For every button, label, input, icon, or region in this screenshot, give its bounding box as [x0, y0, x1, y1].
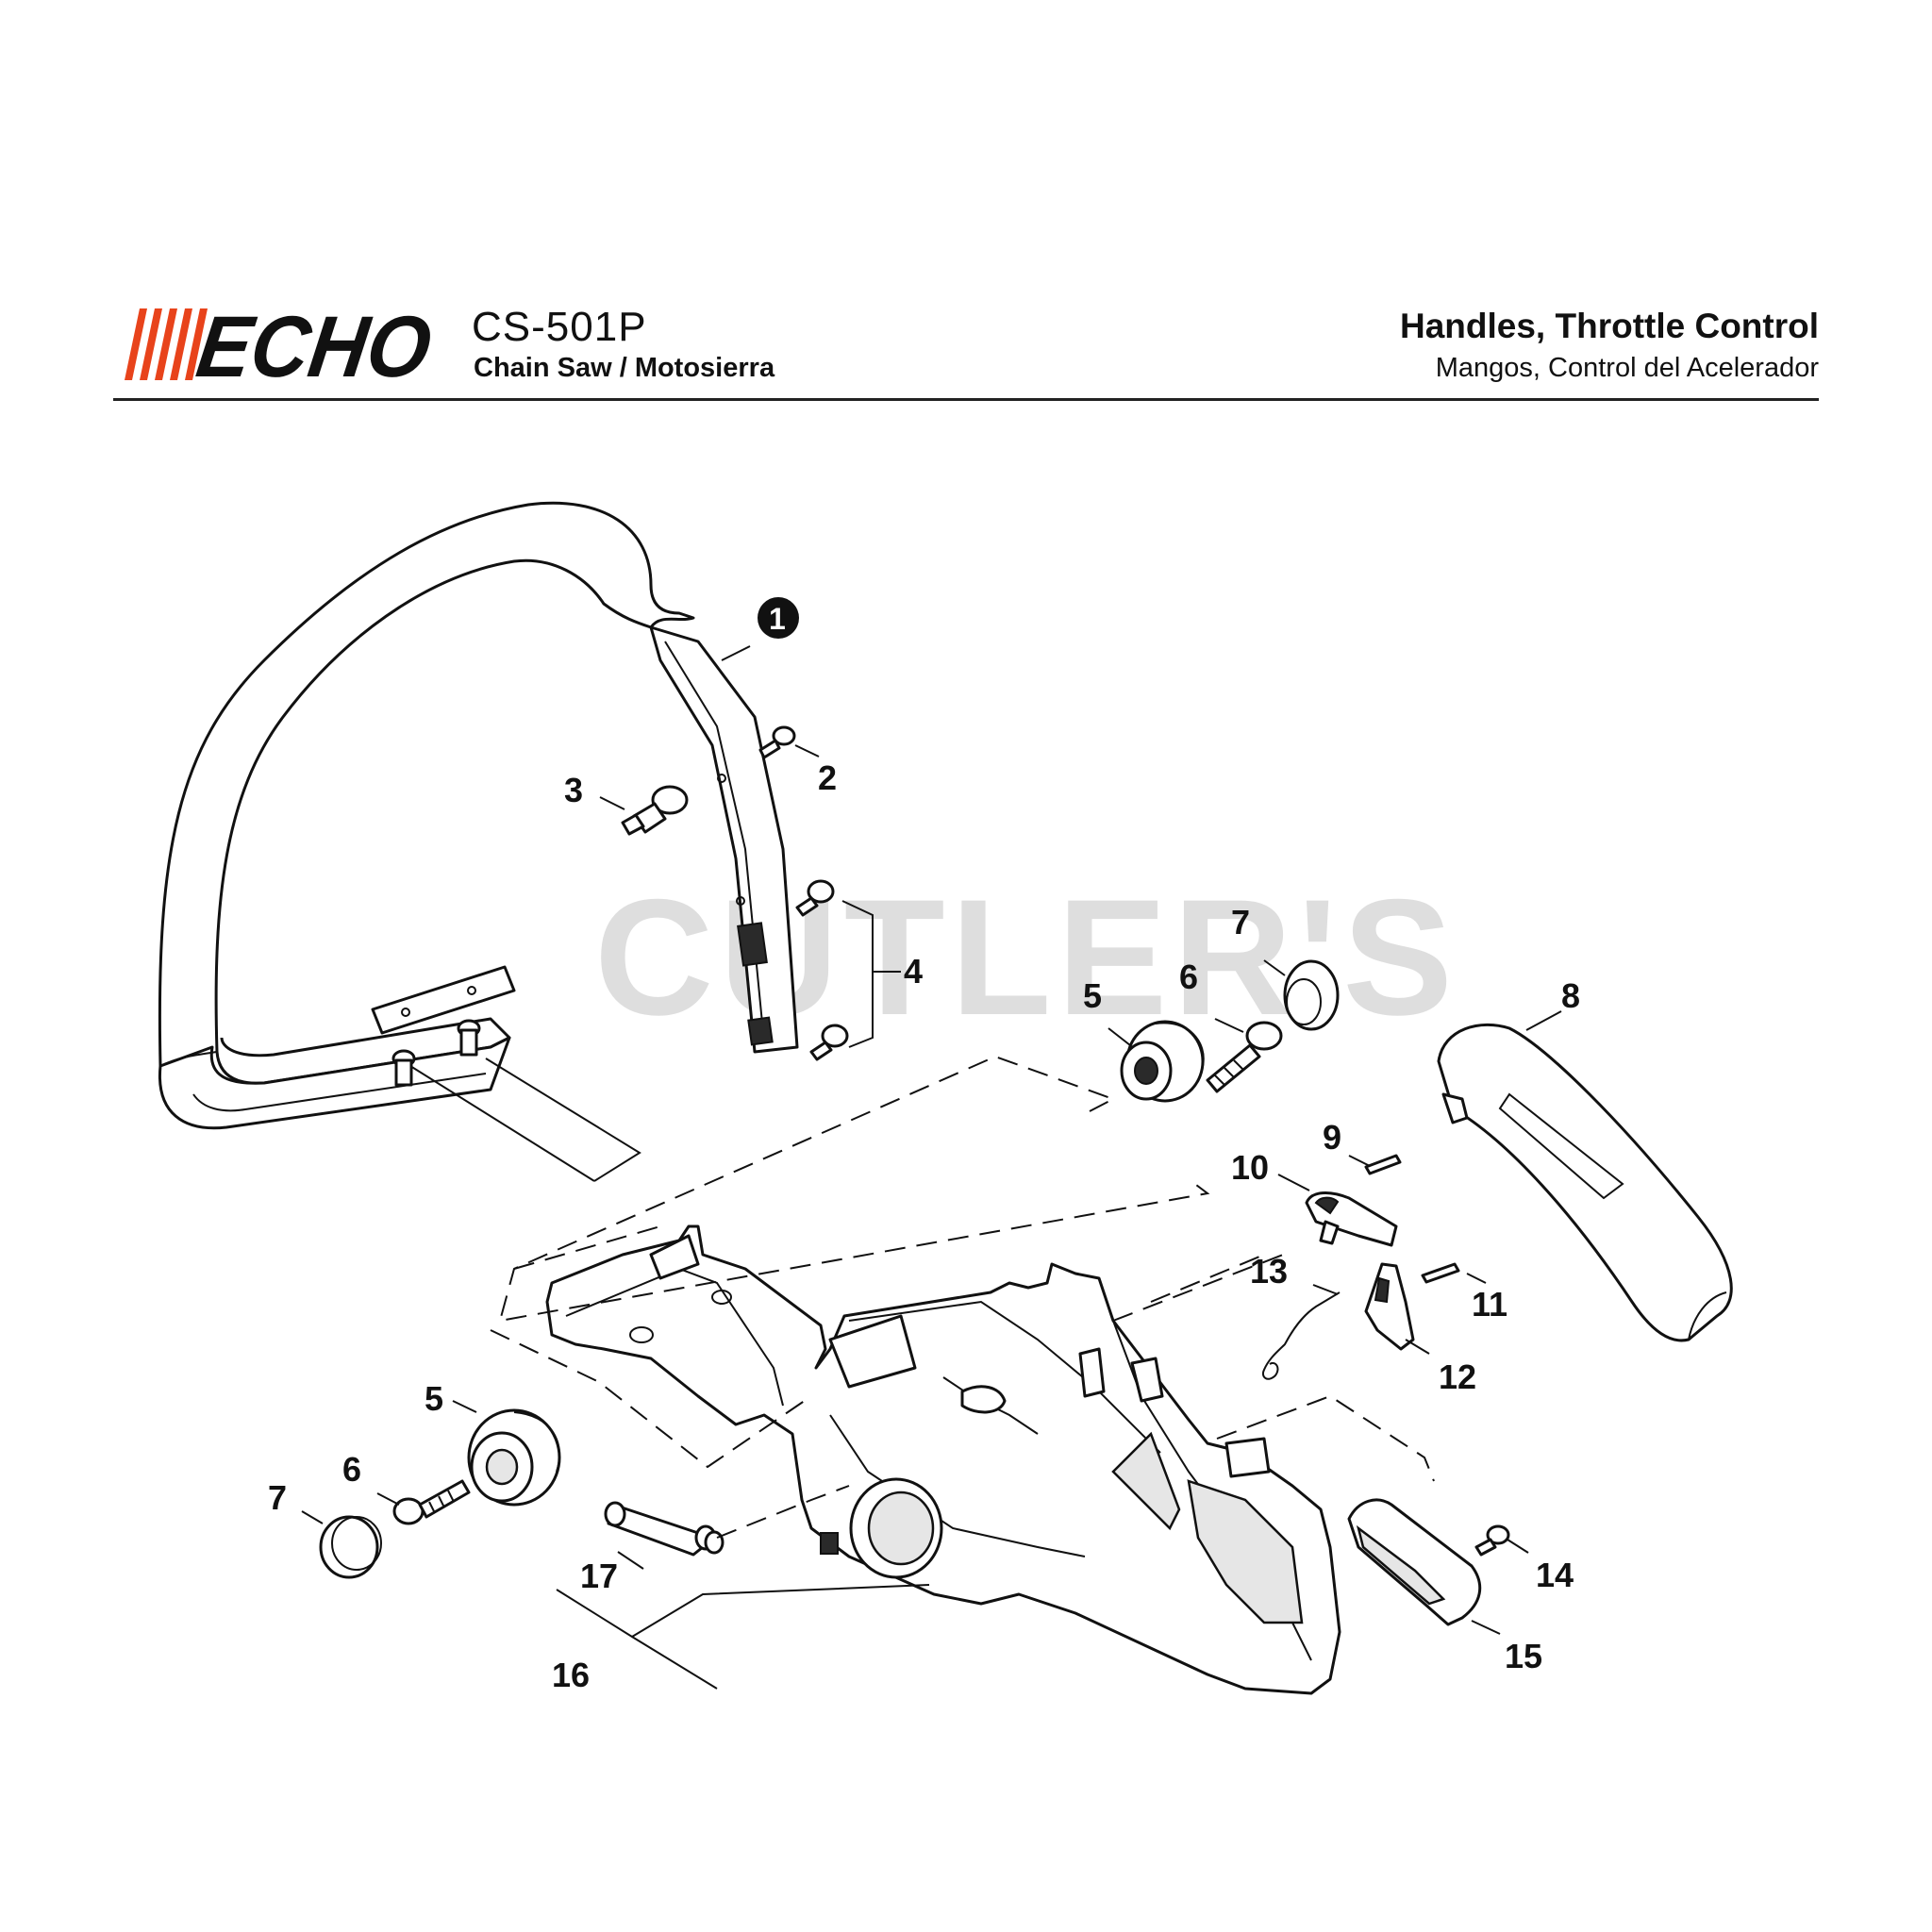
callout-17: 17: [580, 1557, 618, 1595]
rubber-mount-lower: [467, 1408, 561, 1507]
front-handle-bar: [158, 501, 799, 1130]
rubber-mount-upper: [1120, 1020, 1205, 1103]
callout-8: 8: [1561, 976, 1580, 1015]
page-header: ECHO CS-501P Chain Saw / Motosierra Hand…: [0, 0, 1932, 415]
bolt-lower-part-6: [392, 1479, 471, 1525]
callout-2: 2: [818, 758, 837, 797]
spring-part-13: [1262, 1291, 1341, 1380]
callout-7-upper: 7: [1231, 903, 1250, 941]
stud-part-3: [621, 785, 689, 836]
header-divider: [113, 398, 1819, 401]
section-title-english: Handles, Throttle Control: [1400, 307, 1819, 345]
section-title-spanish: Mangos, Control del Acelerador: [1435, 353, 1819, 383]
callout-1: 1: [769, 602, 786, 636]
callout-11: 11: [1472, 1285, 1507, 1324]
product-subtitle: Chain Saw / Motosierra: [474, 353, 775, 383]
callout-10: 10: [1231, 1148, 1269, 1187]
cap-upper-part-7: [1283, 959, 1340, 1031]
callout-5-lower: 5: [425, 1379, 443, 1418]
callout-13: 13: [1250, 1252, 1288, 1291]
callout-14: 14: [1536, 1556, 1574, 1594]
shaft-part-17: [604, 1501, 724, 1557]
callout-leaders: [301, 645, 1562, 1690]
assembly-guide-lines: [490, 1055, 1435, 1539]
callout-4: 4: [904, 952, 923, 991]
rear-handle-cover: [1437, 1023, 1733, 1342]
callout-12: 12: [1439, 1357, 1476, 1396]
pin-part-9: [1364, 1154, 1402, 1175]
bolt-part-2: [758, 725, 796, 759]
callout-6-upper: 6: [1179, 958, 1198, 996]
callout-16: 16: [552, 1656, 590, 1694]
bolts-part-4: [391, 879, 849, 1087]
echo-logo: ECHO: [111, 307, 451, 382]
callout-3: 3: [564, 771, 583, 809]
model-number: CS-501P: [472, 304, 647, 350]
screw-part-14: [1474, 1524, 1510, 1557]
pin-part-11: [1421, 1262, 1460, 1284]
cover-plate-part-15: [1347, 1498, 1482, 1626]
callout-7-lower: 7: [268, 1478, 287, 1517]
callout-9: 9: [1323, 1118, 1341, 1157]
cap-lower-part-7: [319, 1515, 382, 1579]
bolt-upper-part-6: [1206, 1021, 1283, 1093]
rear-handle-housing: [545, 1224, 1341, 1695]
brand-stripes: [125, 308, 208, 380]
callout-6-lower: 6: [342, 1450, 361, 1489]
throttle-lever-part-10: [1305, 1191, 1398, 1247]
throttle-lock-part-12: [1364, 1262, 1415, 1351]
callout-1-badge: [758, 597, 799, 639]
brand-wordmark: ECHO: [192, 307, 438, 382]
callout-5-upper: 5: [1083, 976, 1102, 1015]
callout-15: 15: [1505, 1637, 1542, 1675]
callout-labels: 1 2 3 4 5 6 7 8 9 10 11 12 13 14 15 16 1…: [268, 597, 1580, 1694]
